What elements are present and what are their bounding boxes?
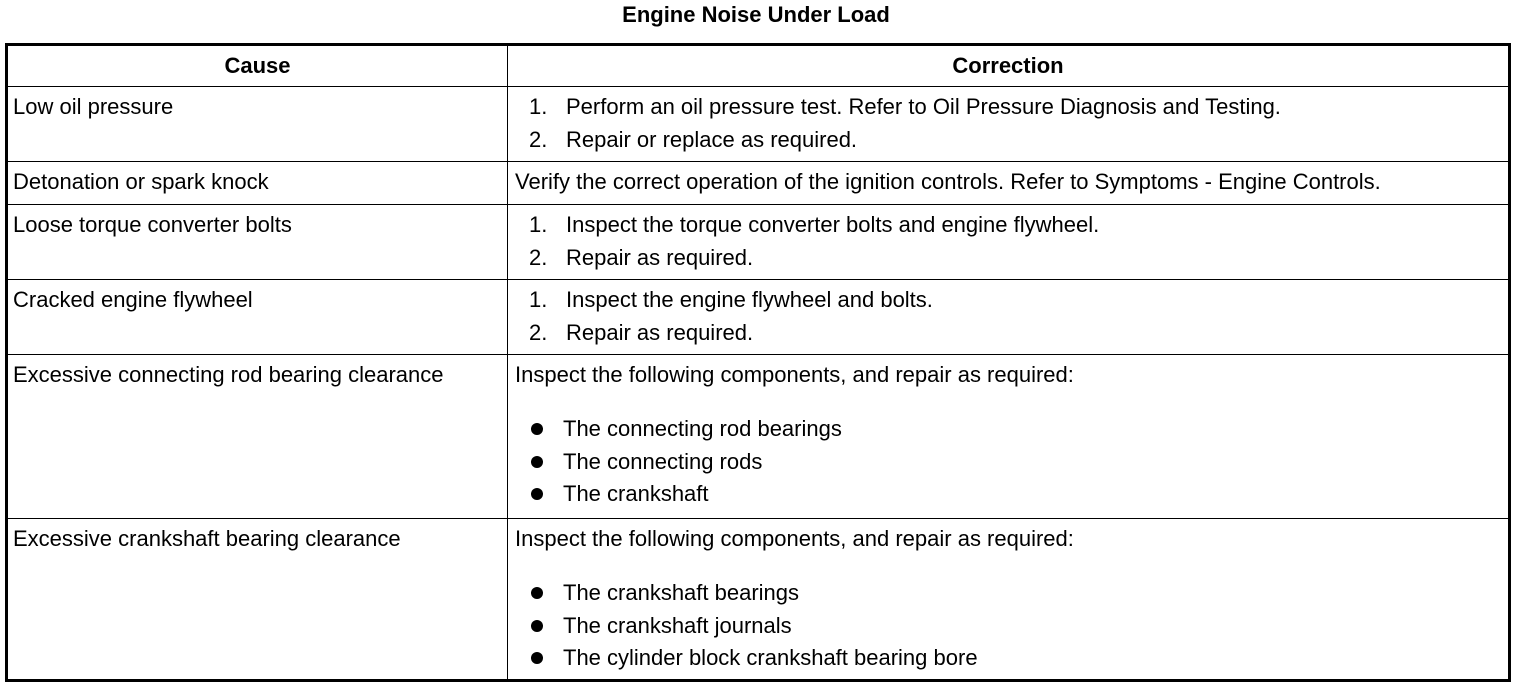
step-list: 1. Inspect the engine flywheel and bolts… — [515, 284, 1508, 350]
list-item-text: The connecting rod bearings — [563, 416, 842, 442]
correction-text: Verify the correct operation of the igni… — [515, 169, 1381, 194]
list-item: The cylinder block crankshaft bearing bo… — [531, 642, 1508, 675]
correction-cell: 1. Perform an oil pressure test. Refer t… — [507, 86, 1510, 162]
list-item-text: The crankshaft bearings — [563, 580, 800, 606]
table-row: Loose torque converter bolts 1. Inspect … — [6, 204, 1510, 280]
step-text: Repair or replace as required. — [566, 127, 858, 152]
step-item: 2. Repair as required. — [529, 317, 1508, 350]
step-number: 1. — [529, 94, 548, 119]
step-text: Repair as required. — [566, 245, 754, 270]
correction-intro: Inspect the following components, and re… — [515, 526, 1074, 551]
correction-cell: 1. Inspect the torque converter bolts an… — [507, 204, 1510, 280]
list-item-text: The crankshaft — [563, 481, 709, 507]
cause-cell: Loose torque converter bolts — [6, 204, 508, 280]
bullet-icon — [531, 488, 543, 501]
bullet-icon — [531, 652, 543, 665]
step-number: 2. — [529, 245, 548, 270]
table-row: Excessive crankshaft bearing clearance I… — [6, 518, 1510, 681]
component-list: The connecting rod bearings The connecti… — [515, 413, 1508, 511]
table-row: Low oil pressure 1. Perform an oil press… — [6, 86, 1510, 162]
cause-column-header: Cause — [6, 44, 508, 87]
list-item: The crankshaft — [531, 478, 1508, 511]
step-text: Repair as required. — [566, 320, 754, 345]
cause-cell: Excessive crankshaft bearing clearance — [6, 518, 508, 681]
table-row: Excessive connecting rod bearing clearan… — [6, 354, 1510, 519]
correction-cell: Verify the correct operation of the igni… — [507, 161, 1510, 205]
list-item: The connecting rod bearings — [531, 413, 1508, 446]
table-header-row: Cause Correction — [6, 44, 1510, 87]
list-item: The crankshaft journals — [531, 610, 1508, 643]
list-item: The crankshaft bearings — [531, 577, 1508, 610]
step-number: 1. — [529, 287, 548, 312]
diagnosis-table: Cause Correction Low oil pressure 1. Per… — [5, 43, 1511, 682]
cause-cell: Low oil pressure — [6, 86, 508, 162]
bullet-icon — [531, 587, 543, 600]
step-item: 1. Inspect the torque converter bolts an… — [529, 209, 1508, 242]
bullet-icon — [531, 619, 543, 632]
correction-cell: 1. Inspect the engine flywheel and bolts… — [507, 279, 1510, 355]
bullet-icon — [531, 423, 543, 436]
cause-cell: Excessive connecting rod bearing clearan… — [6, 354, 508, 519]
table-row: Detonation or spark knock Verify the cor… — [6, 161, 1510, 205]
step-text: Perform an oil pressure test. Refer to O… — [566, 94, 1281, 119]
correction-cell: Inspect the following components, and re… — [507, 518, 1510, 681]
cause-cell: Detonation or spark knock — [6, 161, 508, 205]
correction-intro: Inspect the following components, and re… — [515, 362, 1074, 387]
bullet-icon — [531, 455, 543, 468]
component-list: The crankshaft bearings The crankshaft j… — [515, 577, 1508, 675]
step-number: 1. — [529, 212, 548, 237]
step-number: 2. — [529, 320, 548, 345]
step-list: 1. Perform an oil pressure test. Refer t… — [515, 91, 1508, 157]
step-text: Inspect the engine flywheel and bolts. — [566, 287, 933, 312]
list-item-text: The connecting rods — [563, 448, 763, 474]
list-item: The connecting rods — [531, 446, 1508, 479]
cause-cell: Cracked engine flywheel — [6, 279, 508, 355]
step-item: 1. Perform an oil pressure test. Refer t… — [529, 91, 1508, 124]
step-item: 2. Repair as required. — [529, 242, 1508, 275]
step-text: Inspect the torque converter bolts and e… — [566, 212, 1100, 237]
step-item: 1. Inspect the engine flywheel and bolts… — [529, 284, 1508, 317]
list-item-text: The crankshaft journals — [563, 612, 792, 638]
page-title: Engine Noise Under Load — [622, 2, 890, 27]
correction-cell: Inspect the following components, and re… — [507, 354, 1510, 519]
step-list: 1. Inspect the torque converter bolts an… — [515, 209, 1508, 275]
list-item-text: The cylinder block crankshaft bearing bo… — [563, 645, 978, 671]
table-row: Cracked engine flywheel 1. Inspect the e… — [6, 279, 1510, 355]
step-item: 2. Repair or replace as required. — [529, 124, 1508, 157]
correction-column-header: Correction — [507, 44, 1510, 87]
step-number: 2. — [529, 127, 548, 152]
